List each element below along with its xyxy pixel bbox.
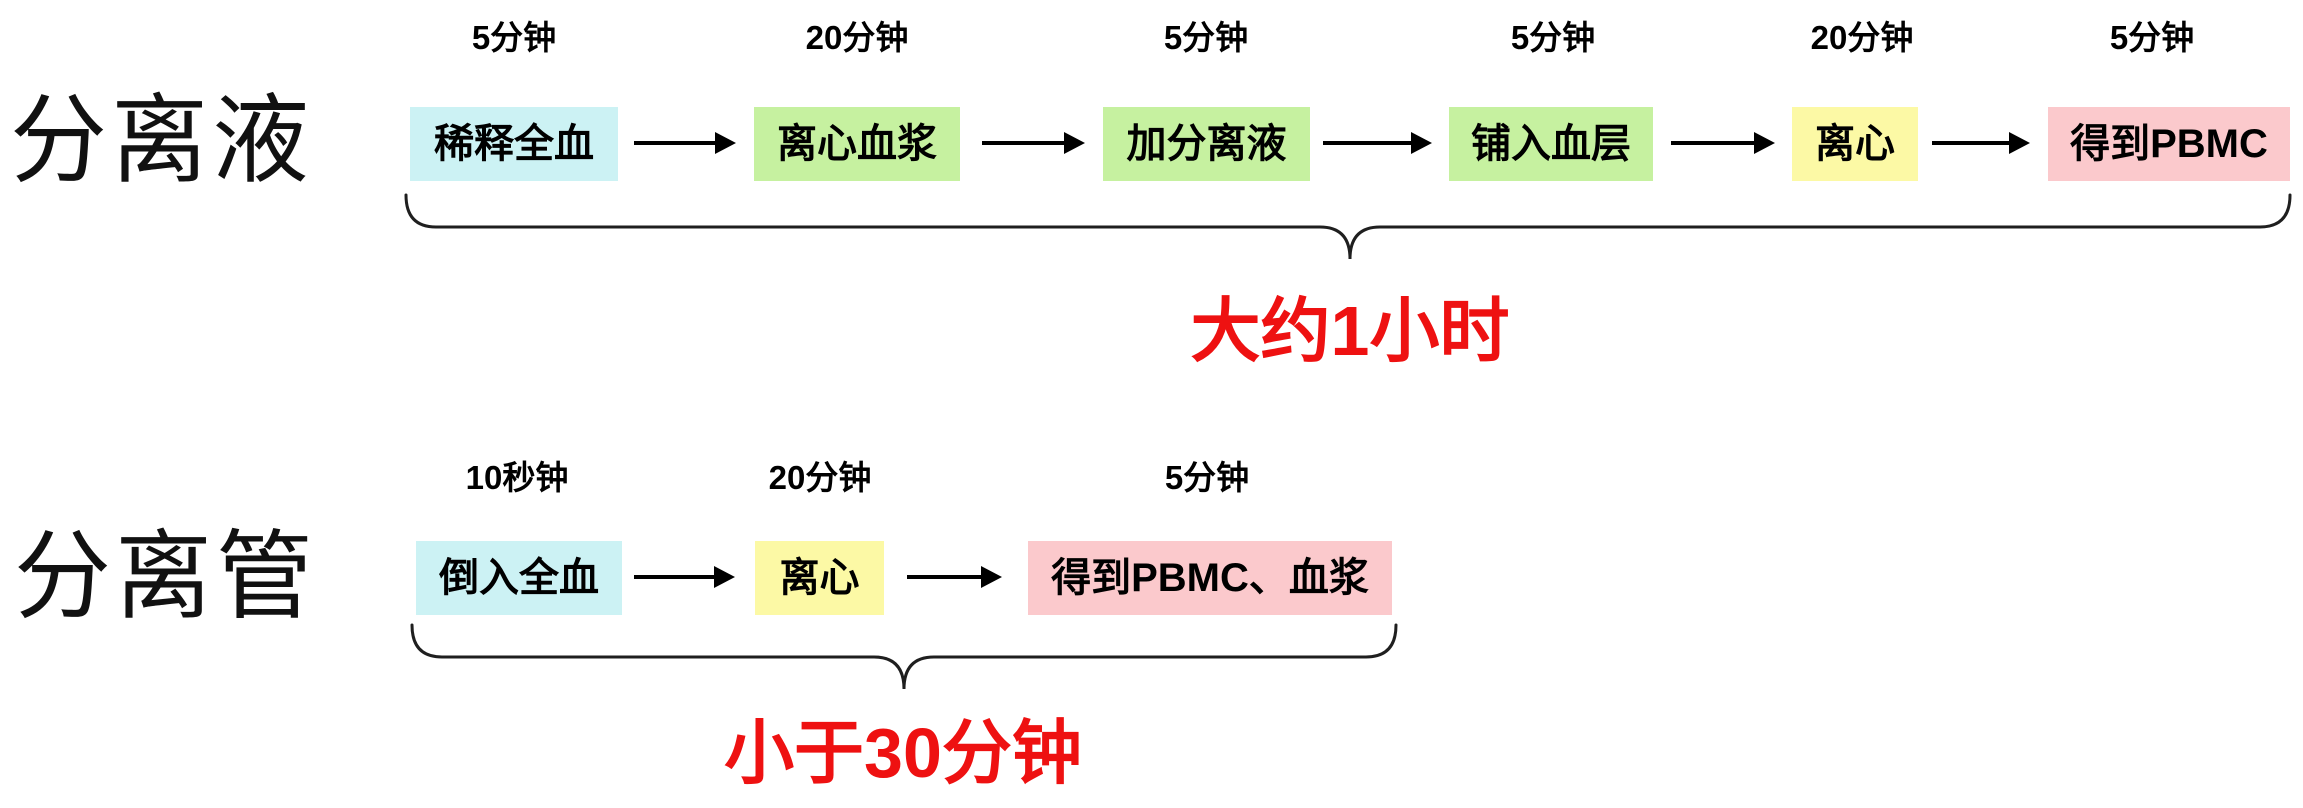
flow-arrow — [1671, 132, 1775, 154]
method-label-separation-tube: 分离管 — [14, 520, 317, 633]
step-box-obtain-pbmc-plasma: 得到PBMC、血浆 — [1028, 541, 1392, 615]
step-box-centrifuge: 离心 — [1792, 107, 1918, 181]
step-time-label: 5分钟 — [1163, 19, 1249, 56]
step-box-centrifuge-plasma: 离心血浆 — [754, 107, 960, 181]
step-time-label: 20分钟 — [1810, 19, 1914, 56]
method-label-separation-liquid: 分离液 — [10, 84, 313, 197]
step-box-centrifuge: 离心 — [755, 541, 884, 615]
step-box-pour-whole-blood: 倒入全血 — [416, 541, 622, 615]
step-box-add-separation-liquid: 加分离液 — [1103, 107, 1310, 181]
step-time-label: 5分钟 — [1510, 19, 1596, 56]
total-time-label-row2: 小于30分钟 — [724, 714, 1082, 792]
total-time-label-row1: 大约1小时 — [1190, 292, 1510, 370]
flow-arrow — [1323, 132, 1432, 154]
step-time-label: 20分钟 — [805, 19, 909, 56]
step-time-label: 5分钟 — [2109, 19, 2195, 56]
flow-arrow — [982, 132, 1085, 154]
flow-arrow — [634, 132, 736, 154]
underbrace-row1 — [404, 193, 2292, 260]
step-box-layer-blood: 铺入血层 — [1449, 107, 1653, 181]
step-box-obtain-pbmc: 得到PBMC — [2048, 107, 2290, 181]
step-time-label: 20分钟 — [768, 459, 872, 496]
step-time-label: 10秒钟 — [465, 459, 569, 496]
step-time-label: 5分钟 — [1164, 459, 1250, 496]
flow-arrow — [634, 566, 735, 588]
underbrace-row2 — [410, 623, 1398, 690]
step-time-label: 5分钟 — [471, 19, 557, 56]
flow-arrow — [907, 566, 1002, 588]
step-box-dilute-whole-blood: 稀释全血 — [410, 107, 618, 181]
flow-arrow — [1932, 132, 2030, 154]
